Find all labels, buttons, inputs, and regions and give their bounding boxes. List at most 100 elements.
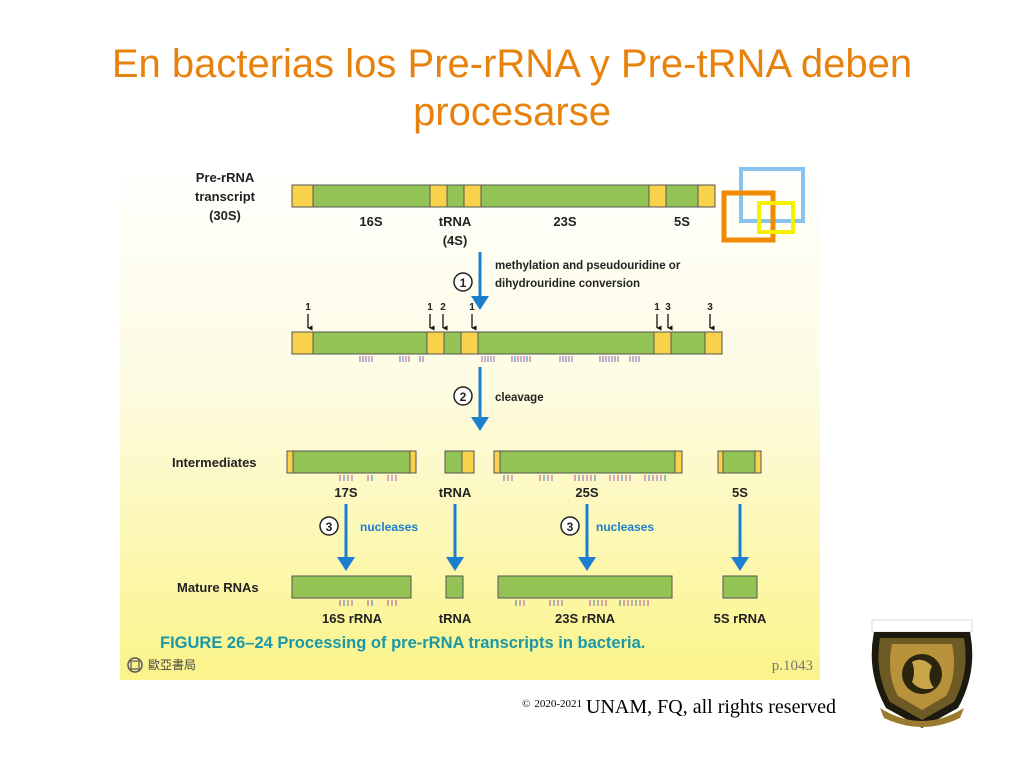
figure-caption: FIGURE 26–24 Processing of pre-rRNA tran… [160,634,645,652]
23s-segment [480,184,650,208]
mature-trna-bar [445,575,464,599]
17s-yellow-end [409,450,417,474]
25s-yellow-end [674,450,683,474]
16s-segment [312,184,431,208]
site-label: 2 [440,302,446,313]
5s-segment [665,184,699,208]
intermediates-bars [286,450,762,474]
copyright-text: UNAM, FQ, all rights reserved [586,696,836,718]
mature-5s-bar [722,575,758,599]
site-label: 1 [469,302,475,313]
spacer-segment [648,184,667,208]
mature-ticks [339,600,649,606]
spacer-segment [426,331,445,355]
5s-yellow-end [754,450,762,474]
copyright-years: 2020-2021 [534,698,583,710]
intermediate-label-5s: 5S [732,485,748,500]
segment-label-5s: 5S [674,214,690,229]
modified-transcript-bar [291,331,723,355]
copyright-symbol: © [522,698,531,710]
intermediate-ticks [339,475,666,481]
slide-title: En bacterias los Pre-rRNA y Pre-tRNA deb… [0,40,1024,136]
slide-title-line-2: procesarse [413,90,611,134]
publisher-logo-icon [127,657,143,673]
segment-label-trna-4s: (4S) [443,233,468,248]
mature-label-23s: 23S rRNA [555,611,616,626]
pre-rrna-label: Pre-rRNA transcript (30S) [195,170,256,223]
publisher-name: 歐亞書局 [148,657,196,672]
spacer-segment [460,331,479,355]
trna-segment [443,331,462,355]
step-2-arrowhead [471,417,489,431]
step-1-number: 1 [460,276,467,290]
site-label: 1 [305,302,311,313]
trna-segment [446,184,465,208]
step-3-arrowhead [731,557,749,571]
step-2-number-circle [453,386,473,406]
pre-rrna-transcript-bar [291,184,716,208]
pre-rrna-label-line-1: Pre-rRNA [196,170,255,185]
mature-23s-bar [497,575,673,599]
site-label: 1 [654,302,660,313]
step-2-number: 2 [460,390,467,404]
5s-segment [670,331,706,355]
segment-label-trna: tRNA [439,214,472,229]
step-3-number: 3 [326,520,333,534]
mature-rnas-label: Mature RNAs [177,580,259,595]
page-reference: p.1043 [772,658,813,674]
mature-bars [291,575,758,599]
mature-16s-bar [291,575,412,599]
mature-label-5s: 5S rRNA [714,611,767,626]
step-3-arrows [344,504,742,560]
25s-intermediate-bar [499,450,676,474]
step-1-text-line-1: methylation and pseudouridine or [495,260,681,272]
spacer-segment [704,331,723,355]
spacer-segment [653,331,672,355]
step-3-arrowhead [337,557,355,571]
5s-intermediate-bar [722,450,756,474]
step-3b-number-circle [560,516,580,536]
16s-segment [312,331,428,355]
5s-yellow-end [717,450,724,474]
step-3b-text: nucleases [596,520,654,534]
step-1-number-circle [453,272,473,292]
unam-seal-logo [871,619,973,728]
spacer-segment [291,331,314,355]
spacer-segment [463,184,482,208]
step-3-arrowhead [578,557,596,571]
spacer-segment [429,184,448,208]
17s-intermediate-bar [292,450,411,474]
intermediate-label-25s: 25S [575,485,598,500]
site-label: 1 [427,302,433,313]
step-2-text: cleavage [495,392,544,404]
trna-yellow-end [461,450,475,474]
site-label: 3 [665,302,671,313]
mature-label-16s: 16S rRNA [322,611,383,626]
step-1-text-line-2: dihydrouridine conversion [495,278,640,290]
25s-yellow-end [493,450,501,474]
mature-label-trna: tRNA [439,611,472,626]
23s-segment [477,331,655,355]
trna-intermediate-bar [444,450,463,474]
step-3b-number: 3 [567,520,574,534]
step-3-arrowhead [446,557,464,571]
step-3-text: nucleases [360,520,418,534]
intermediate-label-17s: 17S [334,485,357,500]
pre-rrna-label-line-2: transcript [195,189,256,204]
rna-processing-figure: Pre-rRNA transcript (30S) 16S tRNA (4S) … [120,160,820,680]
segment-label-23s: 23S [553,214,576,229]
17s-yellow-end [286,450,294,474]
spacer-segment [291,184,314,208]
spacer-segment [697,184,716,208]
intermediates-label: Intermediates [172,455,257,470]
figure-background [120,160,820,680]
pre-rrna-label-line-3: (30S) [209,208,241,223]
segment-label-16s: 16S [359,214,382,229]
site-label: 3 [707,302,713,313]
step-1-arrowhead [471,296,489,310]
slide-title-line-1: En bacterias los Pre-rRNA y Pre-tRNA deb… [111,42,913,86]
modification-ticks [359,356,640,362]
intermediate-label-trna: tRNA [439,485,472,500]
step-3-number-circle [319,516,339,536]
